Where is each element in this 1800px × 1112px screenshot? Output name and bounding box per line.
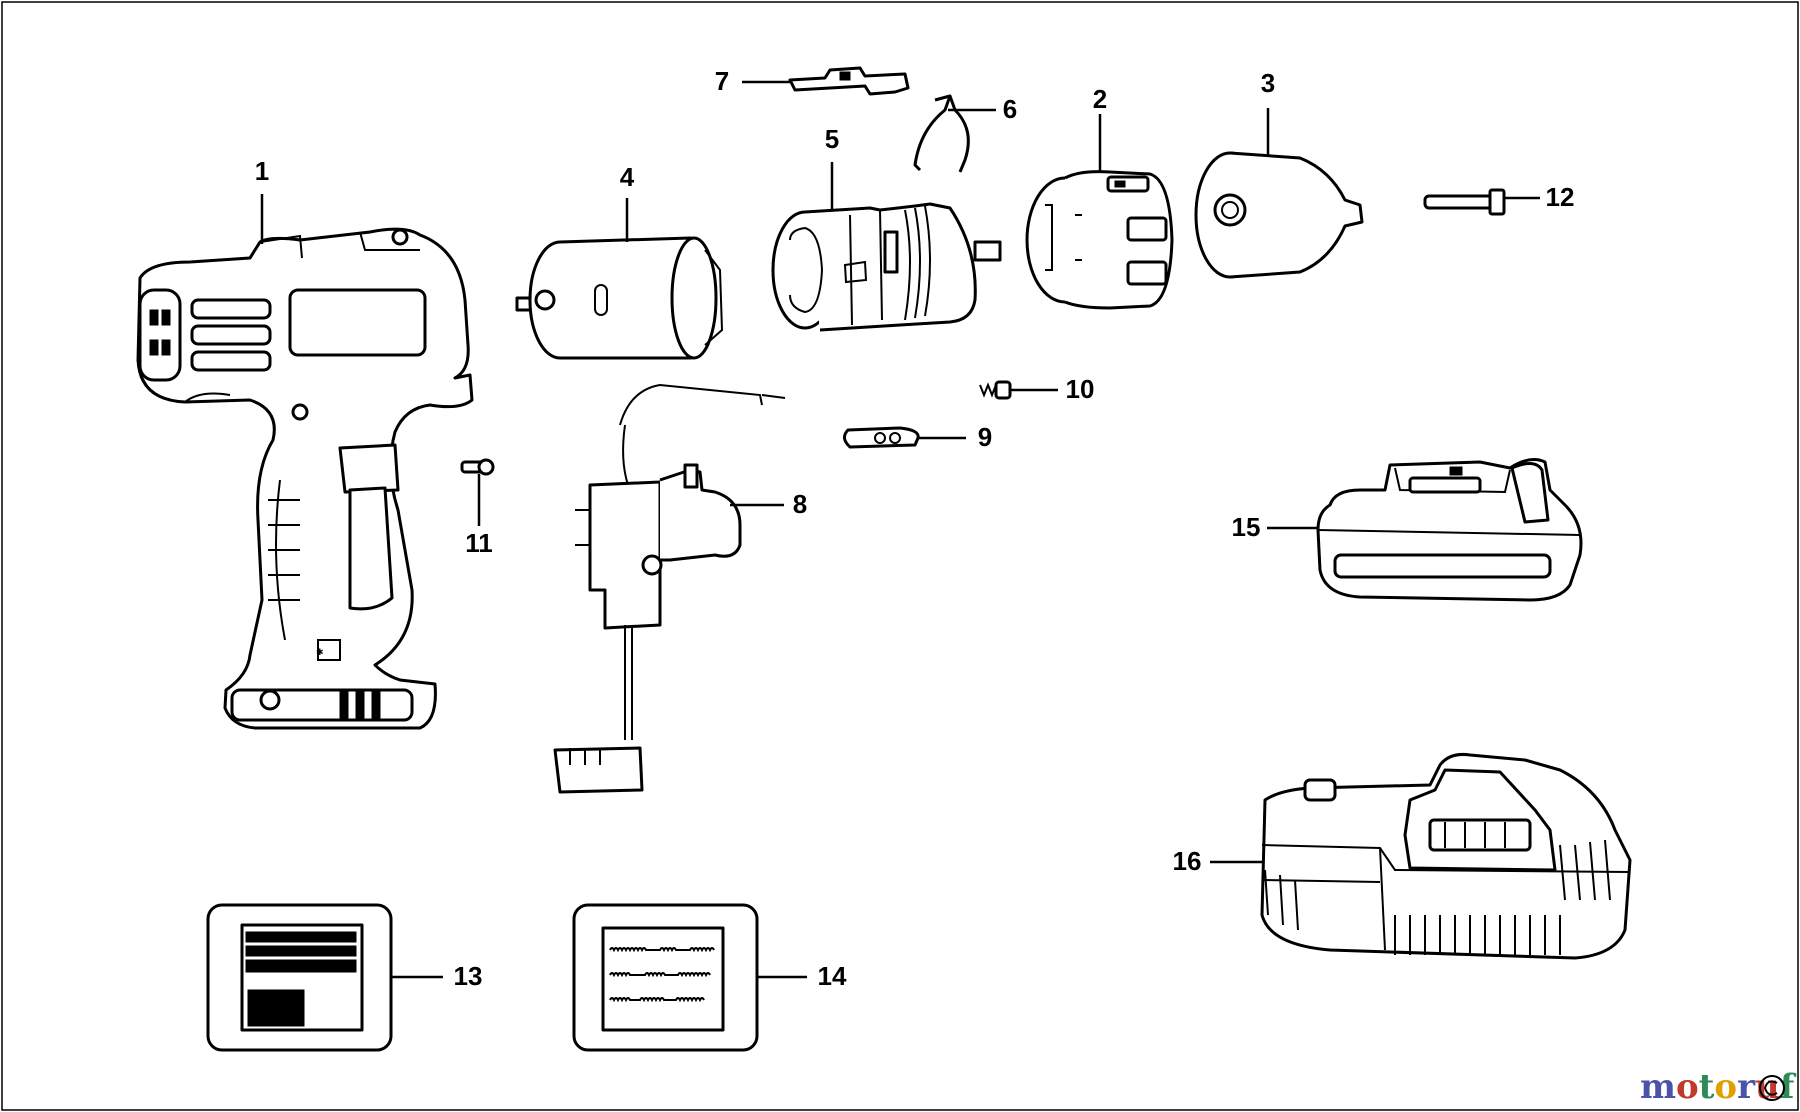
logo-stamp: ✱ [316, 647, 324, 657]
wm-letter-5: u [1755, 1067, 1780, 1107]
part-4-motor [515, 236, 724, 360]
part-9-fwd-rev-slider [843, 426, 920, 449]
label-part-16: 16 [1173, 846, 1202, 876]
part-8-switch [553, 383, 786, 794]
label-part-10: 10 [1066, 374, 1095, 404]
part-7-speed-selector [788, 66, 910, 96]
label-part-6: 6 [1003, 94, 1017, 124]
part-3-chuck [1194, 151, 1364, 279]
label-part-4: 4 [620, 162, 635, 192]
label-part-11: 11 [465, 528, 493, 558]
part-2-gear-case [1025, 170, 1174, 310]
wm-letter-0: m [1640, 1067, 1676, 1107]
part-14-label-warning [572, 903, 759, 1052]
part-1-housing: ✱ [136, 227, 474, 730]
copyright-c-icon [1763, 1080, 1778, 1096]
part-6-spring-clip [913, 94, 970, 173]
label-part-14: 14 [818, 961, 847, 991]
label-part-1: 1 [255, 156, 269, 186]
part-11-screw [460, 458, 495, 476]
label-part-5: 5 [825, 124, 839, 154]
label-part-7: 7 [715, 66, 729, 96]
part-15-battery-pack [1316, 458, 1583, 602]
label-part-13: 13 [454, 961, 483, 991]
svg-text:motoruf: motoruf [1640, 1067, 1797, 1107]
watermark-logo: motoruf [1640, 1067, 1797, 1107]
copyright-icon [1759, 1075, 1785, 1101]
wm-letter-3: o [1714, 1067, 1737, 1107]
wm-letter-1: o [1676, 1067, 1699, 1107]
part-5-gearbox [771, 202, 1002, 332]
wm-letter-2: t [1699, 1067, 1715, 1107]
part-labels: 1 2 3 4 5 6 7 8 9 10 11 12 13 14 15 16 [255, 66, 1575, 991]
label-part-3: 3 [1261, 68, 1275, 98]
label-part-15: 15 [1232, 512, 1261, 542]
label-part-2: 2 [1093, 84, 1107, 114]
part-10-spring [979, 380, 1012, 400]
wm-letter-6: f [1780, 1067, 1797, 1107]
label-part-8: 8 [793, 489, 807, 519]
leader-lines [260, 80, 1540, 979]
wm-letter-4: r [1737, 1067, 1756, 1107]
part-16-charger [1260, 753, 1632, 960]
part-13-label-rating [206, 903, 393, 1052]
label-part-12: 12 [1546, 182, 1575, 212]
label-part-9: 9 [978, 422, 992, 452]
part-12-chuck-screw [1423, 188, 1506, 216]
